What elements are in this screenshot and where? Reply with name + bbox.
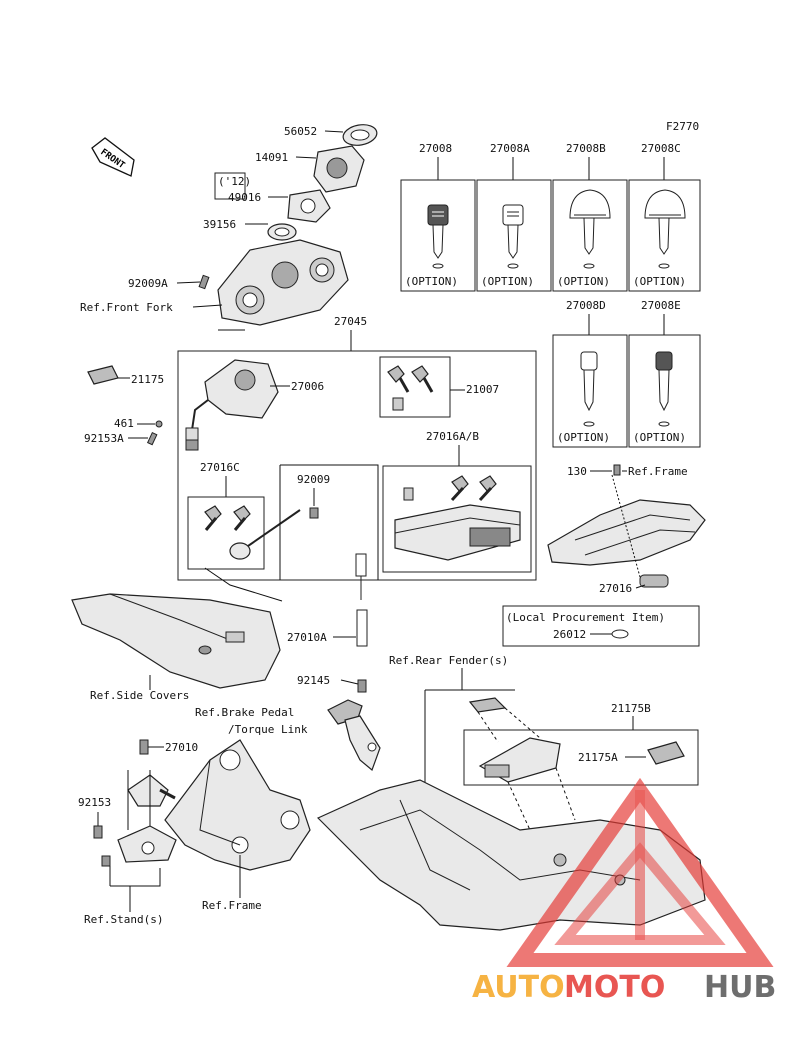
part-27016c: 27016C: [200, 461, 240, 474]
box-27008b: [552, 179, 628, 292]
frame-ref-bottom: [164, 739, 311, 871]
holder-21175b: [468, 697, 561, 783]
wm-moto: MOTO: [564, 970, 665, 1005]
key-27008a-icon: [502, 204, 524, 269]
part-27006: 27006: [291, 380, 324, 393]
brake-switch-27010a: [355, 553, 368, 693]
keys-27016c: [204, 505, 301, 560]
keys-21007: [387, 365, 434, 411]
part-92009: 92009: [297, 473, 330, 486]
part-21007: 21007: [466, 383, 499, 396]
part-27008: 27008: [419, 142, 452, 155]
brake-pedal-ref: [327, 699, 381, 772]
part-27008c: 27008C: [641, 142, 681, 155]
key-27008e-icon: [655, 351, 673, 427]
box-27008e: [628, 334, 701, 448]
triangle-logo-icon: [506, 777, 774, 967]
part-14091: 14091: [255, 151, 288, 164]
part-92145: 92145: [297, 674, 330, 687]
automotohub-watermark: AUTO MOTO HUB: [472, 777, 776, 1005]
box-27008a: [476, 179, 552, 292]
ref-rear-fender: Ref.Rear Fender(s): [389, 654, 508, 667]
cap-14091: [313, 145, 365, 193]
cap-26012: [611, 629, 629, 639]
part-130: 130: [567, 465, 587, 478]
ref-side-covers: Ref.Side Covers: [90, 689, 189, 702]
local-procurement: (Local Procurement Item): [506, 611, 665, 624]
label-12: ('12): [218, 175, 251, 188]
ref-brake-pedal: Ref.Brake Pedal: [195, 706, 294, 719]
part-27008e: 27008E: [641, 299, 681, 312]
option-27008b: (OPTION): [557, 275, 610, 288]
ref-stand: Ref.Stand(s): [84, 913, 163, 926]
washer-461: [155, 420, 163, 428]
ref-frame-top: Ref.Frame: [628, 465, 688, 478]
part-21175b: 21175B: [611, 702, 651, 715]
key-27008-icon: [427, 204, 449, 269]
box-27008: [400, 179, 476, 292]
part-461: 461: [114, 417, 134, 430]
part-21175: 21175: [131, 373, 164, 386]
wm-hub: HUB: [704, 970, 776, 1005]
ignition-switch-27006: [185, 359, 279, 451]
local-procurement-box: [502, 605, 700, 647]
part-49016: 49016: [228, 191, 261, 204]
part-27010a: 27010A: [287, 631, 327, 644]
side-cover-ref: [71, 593, 281, 689]
part-27008a: 27008A: [490, 142, 530, 155]
key-27008d-icon: [580, 351, 598, 427]
part-92009a: 92009A: [128, 277, 168, 290]
front-arrow-icon: FRONT: [91, 137, 135, 177]
part-27016: 27016: [599, 582, 632, 595]
cover-56052: [342, 124, 378, 146]
bolt-92009a: [198, 274, 210, 290]
part-92153a: 92153A: [84, 432, 124, 445]
bolt-92153: [93, 825, 103, 839]
plate-49016: [287, 189, 331, 223]
option-27008e: (OPTION): [633, 431, 686, 444]
box-27008d: [552, 334, 628, 448]
bolt-92009: [309, 507, 319, 519]
ref-front-fork: Ref.Front Fork: [80, 301, 173, 314]
wm-auto: AUTO: [472, 970, 565, 1005]
screw-130: [613, 464, 621, 476]
key-fob-21175a: [647, 741, 685, 765]
front-fork-clamp: [217, 239, 349, 326]
key-27008b-icon: [569, 189, 611, 269]
ring-39156: [267, 223, 297, 241]
frame-bracket-top: [547, 499, 706, 588]
part-26012: 26012: [553, 628, 586, 641]
option-27008: (OPTION): [405, 275, 458, 288]
part-92153: 92153: [78, 796, 111, 809]
bolt-92153a: [146, 431, 158, 446]
stand-bracket: [101, 825, 177, 867]
torque-link: /Torque Link: [228, 723, 308, 736]
box-27008c: [628, 179, 701, 292]
option-27008d: (OPTION): [557, 431, 610, 444]
part-39156: 39156: [203, 218, 236, 231]
ref-frame-bottom: Ref.Frame: [202, 899, 262, 912]
part-27045: 27045: [334, 315, 367, 328]
part-27008d: 27008D: [566, 299, 606, 312]
ecu-27016ab: [394, 475, 521, 561]
part-27008b: 27008B: [566, 142, 606, 155]
part-56052: 56052: [284, 125, 317, 138]
option-27008c: (OPTION): [633, 275, 686, 288]
stand-switch-27010: [127, 739, 176, 807]
key-fob-21175: [87, 365, 119, 385]
key-27008c-icon: [644, 189, 686, 269]
part-27016ab: 27016A/B: [426, 430, 479, 443]
option-27008a: (OPTION): [481, 275, 534, 288]
part-21175a: 21175A: [578, 751, 618, 764]
figure-code: F2770: [666, 120, 699, 133]
part-27010: 27010: [165, 741, 198, 754]
box-21175b: [463, 729, 699, 786]
